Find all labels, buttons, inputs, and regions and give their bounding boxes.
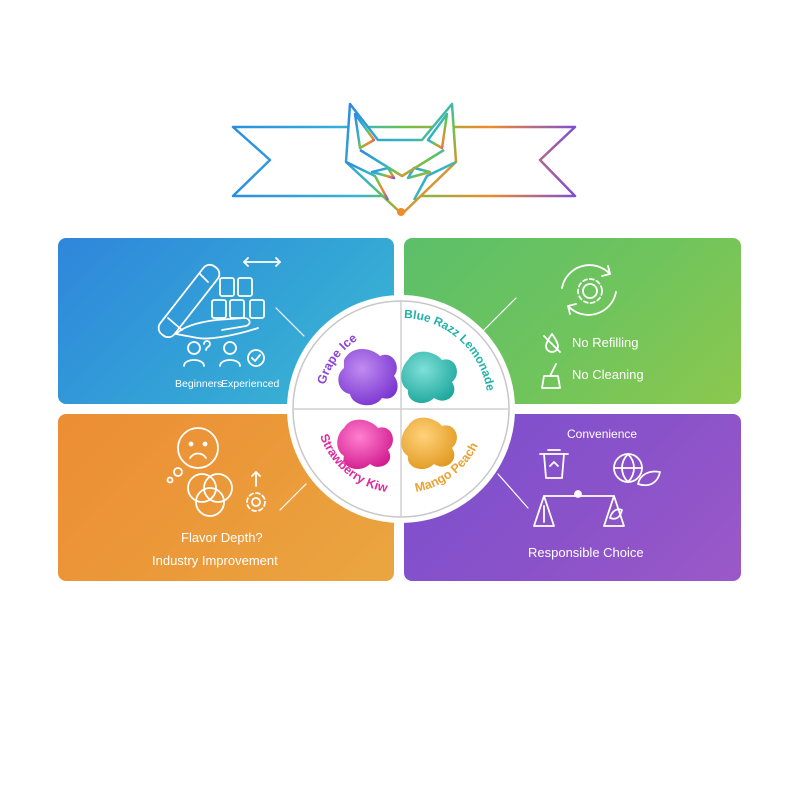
cleaning-brush-icon	[541, 363, 561, 389]
flavor-panel: Flavor Depth? Industry Improvement	[58, 414, 394, 581]
connector-line	[497, 473, 529, 509]
connector-line	[275, 307, 305, 337]
venn-circles-icon	[187, 473, 233, 517]
flavor-depth-label: Flavor Depth?	[181, 530, 263, 545]
double-arrow-icon	[243, 257, 281, 267]
balance-scale-icon	[533, 490, 625, 527]
connector-line	[481, 297, 517, 333]
up-arrow-icon	[251, 471, 261, 487]
beginners-label: Beginners	[175, 378, 223, 390]
pods-icon	[211, 277, 265, 319]
audience-panel: Beginners Experienced	[58, 238, 394, 404]
responsible-choice-label: Responsible Choice	[528, 545, 644, 560]
fox-nose-icon	[397, 208, 405, 216]
hand-icon	[175, 317, 259, 340]
fox-ribbon-logo	[231, 102, 577, 216]
vape-pen-icon	[157, 263, 221, 339]
no-refill-drop-icon	[543, 333, 561, 353]
no-cleaning-label: No Cleaning	[572, 367, 644, 382]
sad-thought-bubble-icon	[166, 427, 219, 484]
industry-improvement-label: Industry Improvement	[152, 553, 278, 568]
maintenance-panel: No Refilling No Cleaning	[404, 238, 741, 404]
globe-leaf-icon	[613, 453, 661, 487]
fox-head-icon	[344, 102, 458, 216]
no-refilling-label: No Refilling	[572, 335, 639, 350]
gear-icon	[246, 492, 266, 512]
check-circle-icon	[247, 349, 265, 367]
responsibility-panel: Convenience Responsible Choice	[404, 414, 741, 581]
user-icon	[219, 341, 241, 367]
recycle-gear-icon	[561, 264, 617, 316]
experienced-label: Experienced	[221, 378, 280, 390]
ribbon-shape	[231, 125, 577, 198]
recycle-bin-icon	[539, 449, 569, 479]
connector-line	[279, 483, 307, 511]
question-user-icon	[183, 340, 211, 367]
convenience-label: Convenience	[567, 427, 638, 441]
